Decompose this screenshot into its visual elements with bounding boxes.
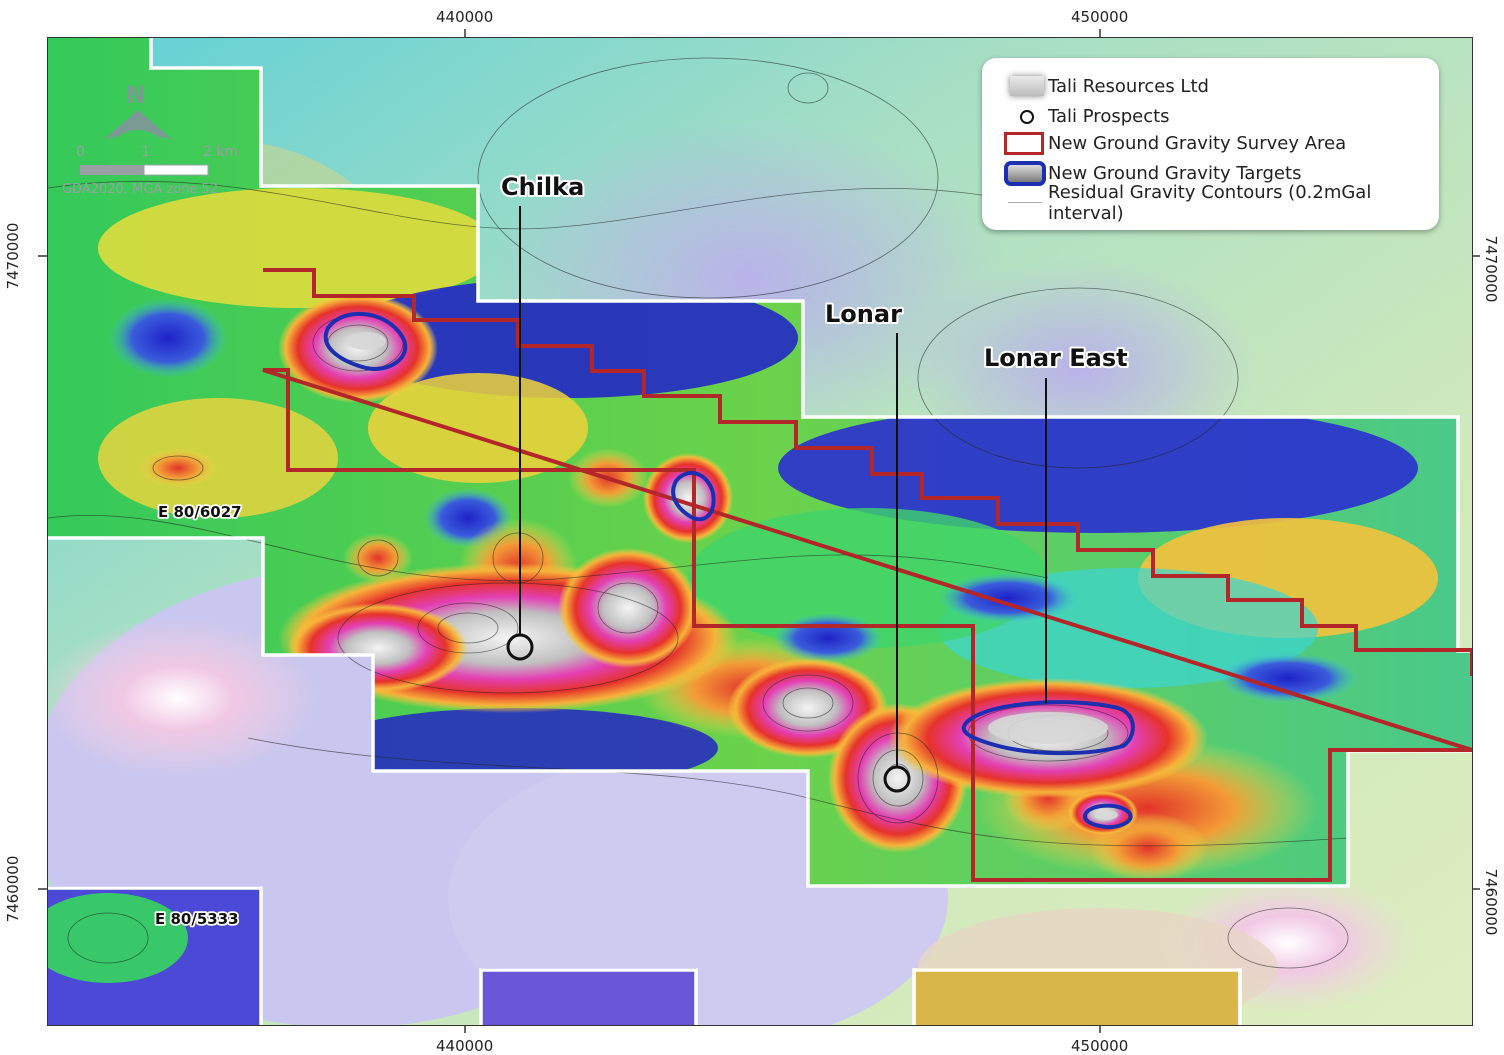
legend-item-prospects: Tali Prospects [1002,103,1170,129]
scale-label-0: 0 [76,144,85,160]
legend-label: New Ground Gravity Survey Area [1048,132,1347,154]
prospect-label-lonar: Lonar [825,300,902,328]
legend-item-targets: New Ground Gravity Targets [1002,160,1301,186]
north-arrow: N [103,81,173,140]
prospect-label-lonar-east: Lonar East [984,344,1128,372]
circle-marker-icon [1002,103,1048,129]
target-chilka-north[interactable] [323,311,408,371]
tenement-label-e80-5333: E 80/5333 [155,910,239,928]
scale-label-1: 1 [141,144,150,160]
prospect-marker-lonar[interactable] [883,765,911,793]
easting-tick-bottom-440000: 440000 [436,1037,494,1055]
legend-item-tali-resources: Tali Resources Ltd [1002,73,1209,99]
legend-label: Tali Resources Ltd [1048,75,1209,97]
prospect-label-chilka: Chilka [501,173,584,201]
grey-fill-icon [1002,73,1048,99]
legend-label: Tali Prospects [1048,105,1170,127]
blue-outline-icon [1002,160,1048,186]
prospect-marker-chilka[interactable] [506,633,534,661]
red-outline-icon [1002,130,1048,156]
tenement-label-e80-6027: E 80/6027 [158,503,242,521]
target-south[interactable] [1083,803,1133,830]
grey-line-icon [1002,190,1048,216]
north-arrow-letter: N [126,81,146,109]
legend-label: Residual Gravity Contours (0.2mGal inter… [1048,182,1372,224]
legend: Tali Resources Ltd Tali Prospects New Gr… [982,58,1439,230]
easting-tick-top-450000: 450000 [1071,8,1129,26]
projection-label: GDA2020, MGA zone 52 [62,182,218,197]
legend-label: New Ground Gravity Targets [1048,162,1302,184]
survey-area-outline[interactable] [262,268,1472,882]
target-mid[interactable] [671,470,716,522]
scale-bar: 0 1 2 km GDA2020, MGA zone 52 [62,144,238,197]
easting-tick-bottom-450000: 450000 [1071,1037,1129,1055]
easting-tick-top-440000: 440000 [436,8,494,26]
tenement-boundary [48,38,1472,1025]
scale-label-2km: 2 km [203,144,238,160]
gravity-contours [48,57,1349,969]
prospect-markers [506,206,1047,793]
legend-item-survey-area: New Ground Gravity Survey Area [1002,130,1346,156]
legend-item-contours: Residual Gravity Contours (0.2mGal inter… [1002,182,1439,224]
